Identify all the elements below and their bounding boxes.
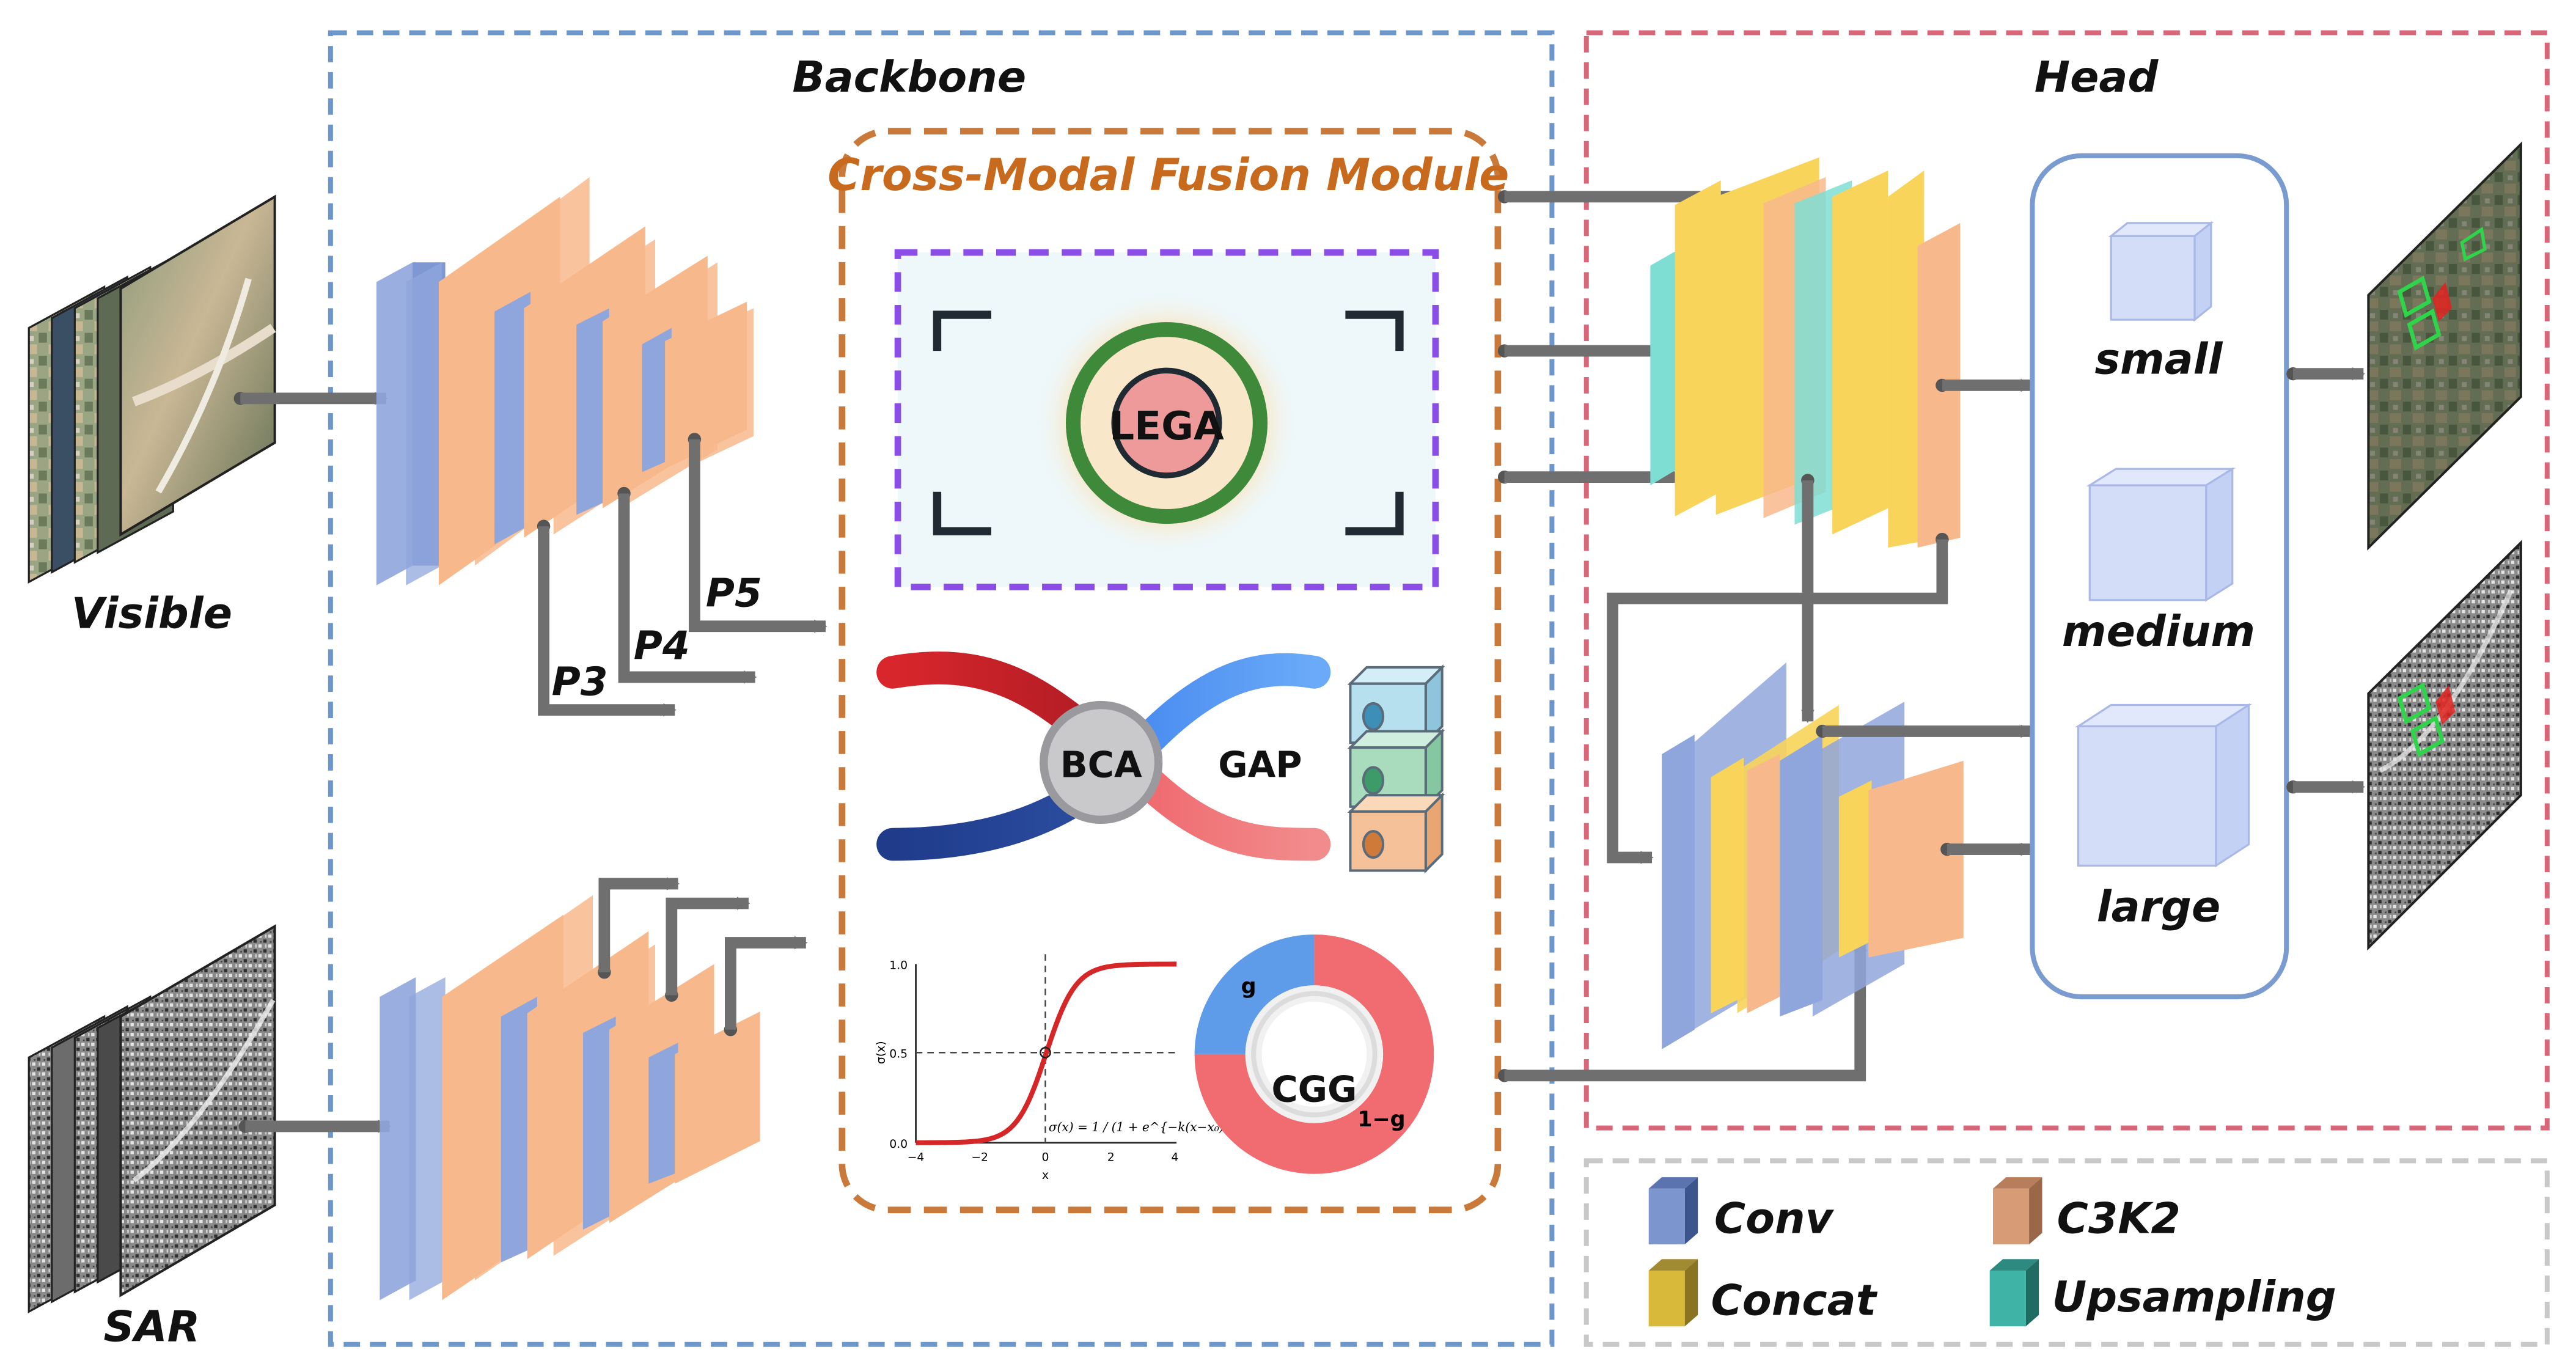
gap-label: GAP (1218, 744, 1302, 786)
y-tick-0: 0.0 (889, 1138, 908, 1151)
legend-upsampling-icon (1989, 1259, 2039, 1327)
sar-detection-output (2367, 540, 2522, 951)
x-tick-4: 4 (1171, 1151, 1178, 1164)
sigmoid-curve (916, 961, 1177, 1145)
head-border (1583, 30, 2550, 1131)
x-tick-3: 2 (1107, 1151, 1115, 1164)
head-title: Head (2035, 53, 2159, 102)
sar-label: SAR (103, 1302, 200, 1351)
x-tick-2: 0 (1041, 1151, 1049, 1164)
visible-label: Visible (72, 589, 232, 638)
visible-backbone-blocks (376, 177, 754, 585)
legend-c3k2-icon (1993, 1177, 2042, 1245)
p4-label: P4 (634, 623, 690, 669)
visible-image-stack (28, 194, 276, 584)
x-axis-label: x (1042, 1169, 1049, 1182)
cgg-label: CGG (1271, 1068, 1357, 1110)
gate-1mg-label: 1−g (1357, 1107, 1405, 1132)
scale-to-output-arrows (2286, 367, 2365, 794)
small-label: small (2094, 335, 2223, 384)
large-cube-icon (2075, 703, 2252, 868)
fusion-title: Cross-Modal Fusion Module (827, 150, 1509, 201)
head-links (1607, 378, 2035, 864)
p3-label: P3 (552, 659, 608, 705)
cgg-donut (1194, 934, 1434, 1174)
legend-upsampling-label: Upsampling (2052, 1272, 2336, 1322)
y-tick-2: 1.0 (889, 959, 908, 972)
sigmoid-formula: σ(x) = 1 / (1 + e^{−k(x−x₀)}) (1049, 1120, 1237, 1134)
input-arrows (233, 392, 392, 1133)
small-cube-icon (2108, 221, 2214, 322)
medium-cube-icon (2086, 467, 2236, 602)
gap-cubes (1347, 664, 1445, 874)
y-axis-label: σ(x) (875, 1041, 888, 1064)
head-lower-outputs (1816, 724, 2035, 856)
y-tick-1: 0.5 (889, 1048, 908, 1060)
lega-label: LEGA (1109, 403, 1224, 449)
head-lower-blocks (1662, 662, 1964, 1049)
medium-label: medium (2062, 607, 2255, 656)
bca-node (1040, 700, 1163, 824)
gate-g-slice (1194, 934, 1315, 1054)
x-tick-1: −2 (971, 1151, 988, 1164)
lega-corner-brackets (933, 310, 1404, 535)
sar-taps (598, 877, 808, 1037)
fusion-border (838, 128, 1502, 1214)
gate-g-label: g (1241, 975, 1257, 999)
sigmoid-plot: 0.0 0.5 1.0 −4 −2 0 2 4 x σ(x) σ(x) = 1 … (875, 954, 1237, 1182)
large-label: large (2097, 883, 2221, 932)
legend-conv-label: Conv (1714, 1194, 1835, 1243)
p5-label: P5 (706, 571, 762, 617)
pyramid-taps (537, 433, 827, 717)
backbone-border (328, 30, 1555, 1347)
lega-core (1111, 367, 1222, 479)
sar-backbone-blocks (380, 895, 760, 1301)
x-tick-0: −4 (908, 1151, 925, 1164)
legend-concat-label: Concat (1711, 1275, 1878, 1325)
backbone-title: Backbone (792, 53, 1026, 102)
head-upper-blocks (1650, 157, 1961, 548)
legend-c3k2-label: C3K2 (2057, 1194, 2181, 1243)
legend-concat-icon (1648, 1259, 1698, 1327)
sar-image-stack (28, 924, 276, 1313)
bca-label: BCA (1060, 744, 1142, 786)
legend-conv-icon (1648, 1177, 1698, 1245)
visible-detection-output (2367, 141, 2522, 551)
gate-1-minus-g-slice (1194, 934, 1434, 1174)
legend-border (1583, 1158, 2550, 1347)
